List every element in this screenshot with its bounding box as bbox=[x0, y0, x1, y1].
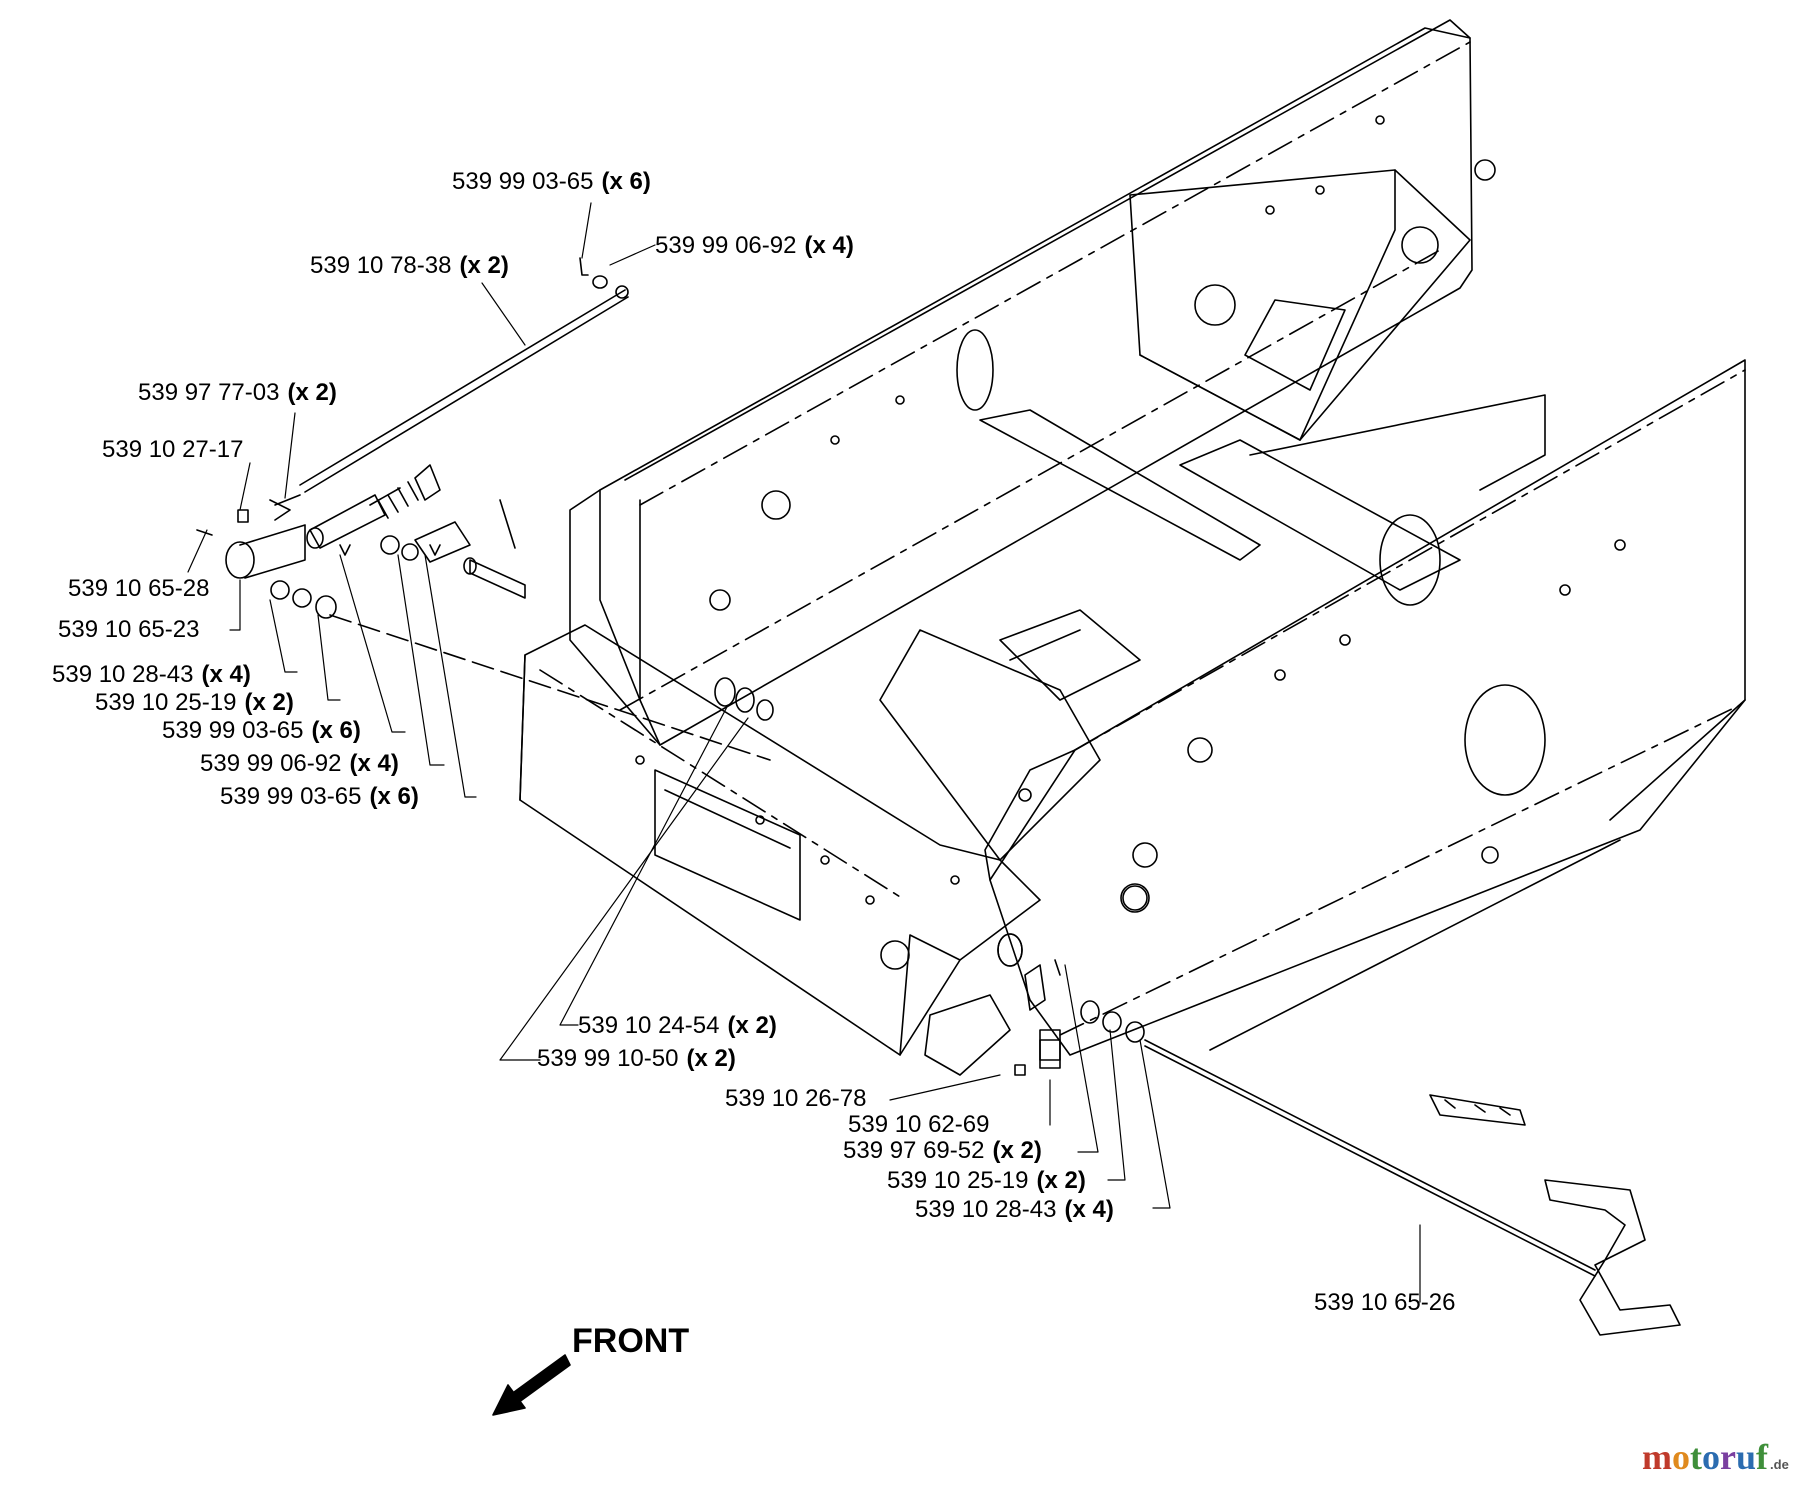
part-quantity: (x 2) bbox=[727, 1012, 777, 1039]
frame-front-panel bbox=[519, 624, 1041, 1076]
watermark-logo: motoruf.de bbox=[1642, 1436, 1789, 1478]
part-number: 539 99 06-92 bbox=[655, 232, 797, 259]
callout-19: 539 10 65-26 bbox=[1314, 1290, 1455, 1316]
part-number: 539 99 10-50 bbox=[537, 1045, 679, 1072]
part-quantity: (x 2) bbox=[287, 379, 337, 406]
part-number: 539 10 62-69 bbox=[848, 1111, 990, 1138]
alignment-line bbox=[329, 614, 771, 761]
part-number: 539 10 27-17 bbox=[102, 436, 244, 463]
callout-9: 539 99 03-65 (x 6) bbox=[162, 718, 361, 744]
watermark-letter: f bbox=[1756, 1437, 1769, 1477]
frame-holes bbox=[635, 115, 1626, 970]
part-quantity: (x 6) bbox=[601, 168, 651, 195]
part-number: 539 10 65-28 bbox=[68, 575, 210, 602]
watermark-letter: t bbox=[1690, 1437, 1702, 1477]
part-number: 539 10 28-43 bbox=[52, 661, 194, 688]
front-direction-arrow bbox=[492, 1354, 571, 1416]
callout-4: 539 10 27-17 bbox=[102, 437, 243, 463]
callout-3: 539 97 77-03 (x 2) bbox=[138, 380, 337, 406]
callout-7: 539 10 28-43 (x 4) bbox=[52, 662, 251, 688]
part-quantity: (x 2) bbox=[686, 1045, 736, 1072]
callout-17: 539 10 25-19 (x 2) bbox=[887, 1168, 1086, 1194]
part-number: 539 10 78-38 bbox=[310, 252, 452, 279]
part-number: 539 10 65-26 bbox=[1314, 1289, 1456, 1316]
part-number: 539 97 69-52 bbox=[843, 1137, 985, 1164]
leader-lines bbox=[187, 202, 1421, 1303]
callout-18: 539 10 28-43 (x 4) bbox=[915, 1197, 1114, 1223]
frame-cross-members bbox=[879, 169, 1546, 861]
callout-1: 539 99 06-92 (x 4) bbox=[655, 233, 854, 259]
part-quantity: (x 4) bbox=[349, 750, 399, 777]
part-quantity: (x 4) bbox=[1064, 1196, 1114, 1223]
brake-pedal-rod bbox=[1144, 1039, 1681, 1336]
right-hardware bbox=[997, 933, 1145, 1076]
callout-5: 539 10 65-28 bbox=[68, 576, 209, 602]
watermark-brand: motoruf bbox=[1642, 1437, 1768, 1477]
part-number: 539 10 28-43 bbox=[915, 1196, 1057, 1223]
watermark-letter: u bbox=[1735, 1437, 1757, 1477]
part-quantity: (x 6) bbox=[311, 717, 361, 744]
watermark-letter: o bbox=[1702, 1437, 1720, 1477]
callout-15: 539 10 62-69 bbox=[848, 1112, 989, 1138]
part-quantity: (x 2) bbox=[459, 252, 509, 279]
watermark-letter: o bbox=[1672, 1437, 1690, 1477]
callout-11: 539 99 03-65 (x 6) bbox=[220, 784, 419, 810]
callout-6: 539 10 65-23 bbox=[58, 617, 199, 643]
watermark-letter: m bbox=[1642, 1437, 1672, 1477]
part-number: 539 10 24-54 bbox=[578, 1012, 720, 1039]
part-quantity: (x 2) bbox=[244, 689, 294, 716]
part-number: 539 97 77-03 bbox=[138, 379, 280, 406]
callout-13: 539 99 10-50 (x 2) bbox=[537, 1046, 736, 1072]
part-number: 539 10 26-78 bbox=[725, 1085, 867, 1112]
callout-8: 539 10 25-19 (x 2) bbox=[95, 690, 294, 716]
part-number: 539 10 25-19 bbox=[887, 1167, 1029, 1194]
callout-16: 539 97 69-52 (x 2) bbox=[843, 1138, 1042, 1164]
watermark-letter: r bbox=[1720, 1437, 1736, 1477]
watermark-tld: .de bbox=[1770, 1457, 1789, 1472]
part-quantity: (x 2) bbox=[1036, 1167, 1086, 1194]
part-number: 539 99 03-65 bbox=[162, 717, 304, 744]
clevis-spring-assembly bbox=[225, 464, 441, 579]
callout-2: 539 10 78-38 (x 2) bbox=[310, 253, 509, 279]
part-number: 539 99 06-92 bbox=[200, 750, 342, 777]
front-label: FRONT bbox=[572, 1322, 690, 1360]
callout-0: 539 99 03-65 (x 6) bbox=[452, 169, 651, 195]
part-quantity: (x 2) bbox=[992, 1137, 1042, 1164]
callout-12: 539 10 24-54 (x 2) bbox=[578, 1013, 777, 1039]
part-quantity: (x 6) bbox=[369, 783, 419, 810]
callout-14: 539 10 26-78 bbox=[725, 1086, 866, 1112]
part-number: 539 99 03-65 bbox=[452, 168, 594, 195]
frame-bushings bbox=[714, 677, 1150, 967]
part-number: 539 99 03-65 bbox=[220, 783, 362, 810]
frame-side-rail-upper bbox=[569, 19, 1473, 746]
part-quantity: (x 4) bbox=[201, 661, 251, 688]
linkage-rod-upper bbox=[299, 257, 629, 493]
left-hardware bbox=[196, 494, 526, 619]
part-quantity: (x 4) bbox=[804, 232, 854, 259]
frame-side-rail-lower bbox=[984, 359, 1746, 1056]
part-number: 539 10 65-23 bbox=[58, 616, 200, 643]
callout-10: 539 99 06-92 (x 4) bbox=[200, 751, 399, 777]
part-number: 539 10 25-19 bbox=[95, 689, 237, 716]
